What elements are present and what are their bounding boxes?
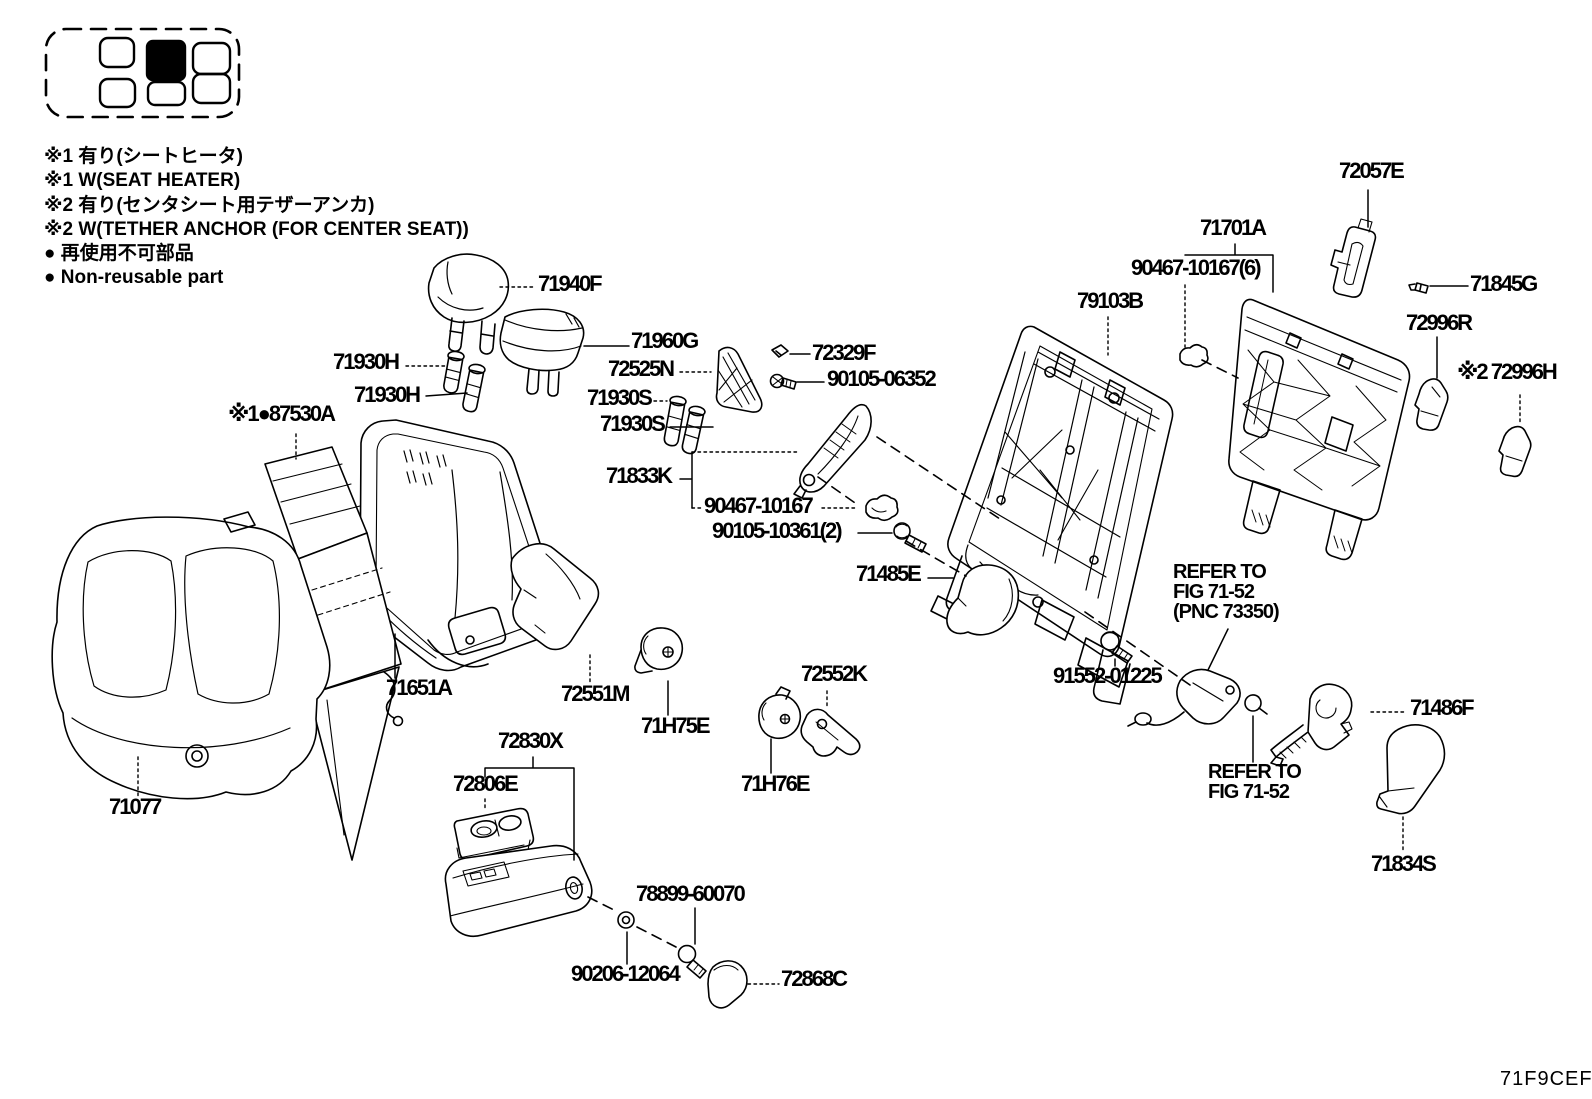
part-label-71651A: 71651A — [386, 675, 453, 700]
bracket-71486F-drawing — [1270, 683, 1353, 767]
shield-72551M-drawing — [510, 543, 600, 651]
seatback-board-drawing — [1228, 298, 1411, 561]
part-label-91552-01225: 91552-01225 — [1053, 663, 1163, 688]
bolt-78899-60070-drawing — [677, 944, 707, 979]
legend-note-5: ● 再使用不可部品 — [44, 243, 194, 264]
belt-guide-72996R-drawing — [1414, 378, 1449, 431]
part-label-72329F: 72329F — [812, 340, 877, 365]
legend-note-2: ※1 W(SEAT HEATER) — [44, 170, 241, 191]
clip-90467-10167-6-drawing — [1179, 343, 1209, 368]
cup-holder-drawing — [453, 807, 535, 861]
part-label-71930H-1: 71930H — [333, 349, 400, 374]
armrest-drawing — [444, 844, 593, 937]
part-label-71930S-2: 71930S — [600, 411, 666, 436]
part-label-71960G: 71960G — [631, 328, 699, 353]
part-label-71834S: 71834S — [1371, 851, 1437, 876]
cover-72868C-drawing — [707, 960, 748, 1009]
part-label-71H75E: 71H75E — [641, 713, 711, 738]
part-label-72868C: 72868C — [781, 966, 848, 991]
washer-90206-12064-drawing — [617, 911, 635, 929]
legend-note-6: ● Non-reusable part — [44, 267, 224, 288]
refer-note-1: REFER TO FIG 71-52 (PNC 73350) — [1173, 561, 1280, 623]
headrest-support-71930S-2 — [681, 405, 706, 455]
assembly-dashed-lines — [587, 359, 1239, 948]
hinge-shield-71485E-drawing — [946, 564, 1020, 636]
screw-71845G-drawing — [1408, 282, 1429, 294]
webbing-piece-drawing — [715, 346, 763, 413]
hinge-cover-71H75E-drawing — [634, 627, 684, 674]
part-label-72830X: 72830X — [498, 728, 564, 753]
bolt-90105-10361-drawing — [893, 522, 927, 553]
part-label-71930S-1: 71930S — [587, 385, 653, 410]
headrest-support-71930H-1 — [443, 350, 465, 394]
legend-note-3: ※2 有り(センタシート用テザーアンカ) — [44, 195, 375, 216]
refer-note-2: REFER TO FIG 71-52 — [1208, 761, 1302, 803]
legend-note-4: ※2 W(TETHER ANCHOR (FOR CENTER SEAT)) — [44, 219, 469, 240]
part-label-90206-12064: 90206-12064 — [571, 961, 681, 986]
seat-cushion-drawing — [51, 511, 331, 800]
hinge-cover-71H76E-drawing — [758, 686, 802, 740]
part-label-72551M: 72551M — [561, 681, 631, 706]
side-shield-71833K-drawing — [793, 403, 872, 499]
center-headrest-drawing — [499, 308, 585, 397]
bolt-refer-fig-drawing — [1244, 694, 1268, 715]
part-label-71485E: 71485E — [856, 561, 922, 586]
recline-release-lever-drawing — [1127, 668, 1241, 727]
seatback-cover-drawing — [359, 419, 564, 672]
part-label-72996H: ※2 72996H — [1457, 359, 1558, 384]
belt-guide-72996H-drawing — [1498, 425, 1532, 478]
seat-map-icon — [44, 27, 241, 119]
spacer-72552K-drawing — [800, 708, 861, 757]
part-label-71940F: 71940F — [538, 271, 603, 296]
part-label-71833K: 71833K — [606, 463, 673, 488]
side-cover-71834S-drawing — [1376, 724, 1446, 815]
part-label-90467-10167-6: 90467-10167(6) — [1131, 255, 1262, 280]
part-label-71H76E: 71H76E — [741, 771, 811, 796]
bolt-91552-01225-drawing — [1100, 631, 1133, 664]
clip-72329F-drawing — [771, 344, 789, 358]
part-label-90105-06352: 90105-06352 — [827, 366, 937, 391]
headrest-drawing — [427, 253, 510, 355]
part-label-72806E: 72806E — [453, 771, 519, 796]
headrest-support-71930H-2 — [462, 363, 486, 413]
part-label-71486F: 71486F — [1410, 695, 1475, 720]
part-label-90105-10361: 90105-10361(2) — [712, 518, 843, 543]
seatback-frame-drawing — [930, 325, 1174, 705]
leader-lines-dotted — [137, 284, 1521, 985]
part-label-90467-10167: 90467-10167 — [704, 493, 814, 518]
lock-bracket-72057E-drawing — [1330, 218, 1377, 298]
part-label-78899-60070: 78899-60070 — [636, 881, 746, 906]
part-label-72552K: 72552K — [801, 661, 868, 686]
part-label-71845G: 71845G — [1470, 271, 1538, 296]
part-label-71077: 71077 — [109, 794, 162, 819]
part-label-72057E: 72057E — [1339, 158, 1405, 183]
clip-90467-10167-drawing — [865, 494, 899, 522]
part-label-79103B: 79103B — [1077, 288, 1144, 313]
part-label-87530A: ※1●87530A — [228, 401, 336, 426]
part-label-71930H-2: 71930H — [354, 382, 421, 407]
part-label-71701A: 71701A — [1200, 215, 1267, 240]
part-label-72996R: 72996R — [1406, 310, 1473, 335]
legend-note-1: ※1 有り(シートヒータ) — [44, 146, 243, 167]
part-label-72525N: 72525N — [608, 356, 675, 381]
figure-code: 71F9CEF — [1500, 1068, 1592, 1090]
leader-lines-solid — [394, 189, 1469, 965]
bolt-90105-06352-drawing — [769, 373, 797, 390]
headrest-support-71930S-1 — [663, 395, 687, 447]
